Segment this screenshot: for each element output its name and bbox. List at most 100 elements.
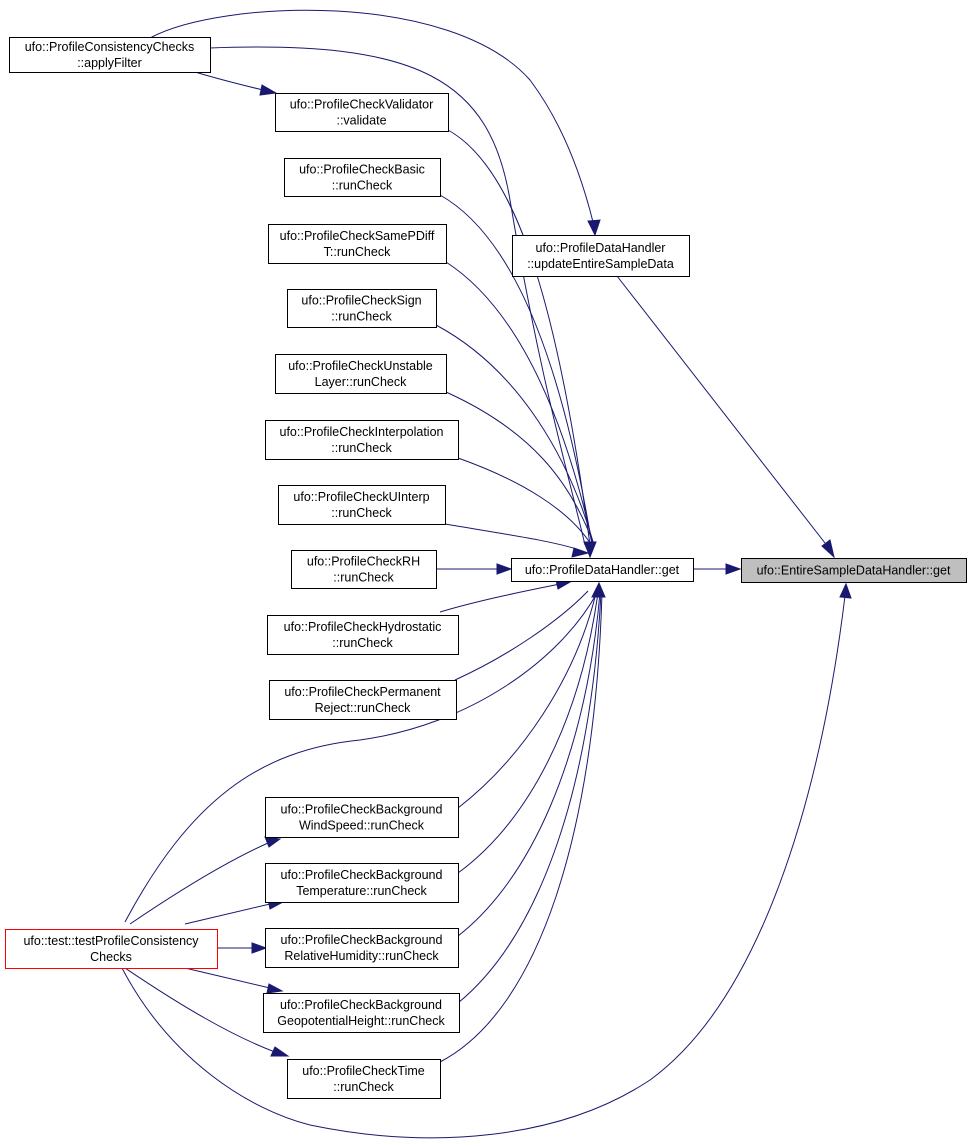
- edge-interp-to-pdhget: [457, 457, 593, 547]
- node-label-line-1: ufo::ProfileCheckRH: [307, 555, 420, 569]
- node-label-line-1: ufo::test::testProfileConsistency: [23, 934, 199, 948]
- edge-permanent-to-pdhget: [454, 590, 589, 681]
- node-box: [278, 485, 446, 525]
- edge-testpcc-to-pdhget: [124, 592, 598, 923]
- node-hydro[interactable]: ufo::ProfileCheckHydrostatic::runCheck: [267, 615, 459, 655]
- edge-time-to-pdhget: [439, 592, 603, 1063]
- edge-samepdifft-to-pdhget: [445, 261, 594, 546]
- node-bgGeo[interactable]: ufo::ProfileCheckBackgroundGeopotentialH…: [263, 993, 460, 1033]
- node-label-line-1: ufo::ProfileDataHandler::get: [525, 563, 680, 577]
- node-box: [5, 929, 218, 969]
- edge-testpcc-to-esdhget: [121, 595, 846, 1139]
- node-time[interactable]: ufo::ProfileCheckTime::runCheck: [287, 1059, 441, 1099]
- node-box: [265, 928, 459, 968]
- node-label-line-2: GeopotentialHeight::runCheck: [277, 1014, 445, 1028]
- nodes: ufo::ProfileConsistencyChecks::applyFilt…: [5, 37, 967, 1099]
- node-label-line-2: Temperature::runCheck: [296, 884, 427, 898]
- node-update[interactable]: ufo::ProfileDataHandler::updateEntireSam…: [512, 235, 690, 277]
- arrow-into-time: [270, 1046, 290, 1057]
- node-rh[interactable]: ufo::ProfileCheckRH::runCheck: [291, 550, 437, 589]
- node-box: [287, 1059, 441, 1099]
- node-label-line-1: ufo::ProfileCheckHydrostatic: [284, 620, 442, 634]
- arrow-into-pdhget-lower-cluster: [591, 581, 606, 598]
- node-interp[interactable]: ufo::ProfileCheckInterpolation::runCheck: [265, 420, 459, 460]
- arrow-into-bgwind: [264, 836, 282, 848]
- node-label-line-2: ::runCheck: [332, 636, 393, 650]
- node-bgTemp[interactable]: ufo::ProfileCheckBackgroundTemperature::…: [265, 863, 459, 903]
- node-label-line-2: ::runCheck: [332, 179, 393, 193]
- node-pdhGet[interactable]: ufo::ProfileDataHandler::get: [511, 558, 694, 582]
- node-label-line-2: ::runCheck: [331, 506, 392, 520]
- node-label-line-1: ufo::ProfileCheckPermanent: [284, 685, 441, 699]
- node-label-line-1: ufo::ProfileCheckSamePDiff: [280, 229, 435, 243]
- edge-testpcc-to-time: [124, 967, 276, 1053]
- arrow-into-bggeo: [266, 983, 284, 994]
- node-label-line-2: RelativeHumidity::runCheck: [284, 949, 439, 963]
- node-box: [284, 158, 441, 197]
- node-label-line-1: ufo::ProfileConsistencyChecks: [25, 40, 195, 54]
- node-esdhGet[interactable]: ufo::EntireSampleDataHandler::get: [741, 558, 967, 583]
- node-box: [263, 993, 460, 1033]
- edge-applyfilter-to-validate: [194, 71, 264, 91]
- node-applyFilter[interactable]: ufo::ProfileConsistencyChecks::applyFilt…: [9, 37, 211, 73]
- node-label-line-2: ::updateEntireSampleData: [527, 257, 674, 271]
- edge-sign-to-pdhget: [435, 324, 595, 546]
- node-label-line-2: Checks: [90, 950, 132, 964]
- node-label-line-2: ::runCheck: [333, 1080, 394, 1094]
- arrow-into-update: [587, 219, 601, 237]
- node-label-line-2: Layer::runCheck: [315, 375, 407, 389]
- node-label-line-1: ufo::ProfileCheckBackground: [281, 868, 443, 882]
- edge-uinterp-to-pdhget: [444, 523, 586, 553]
- node-label-line-1: ufo::ProfileCheckUInterp: [293, 490, 429, 504]
- node-box: [511, 558, 694, 582]
- node-label-line-1: ufo::ProfileCheckBackground: [281, 933, 443, 947]
- edge-update-to-esdhget: [616, 275, 826, 544]
- node-box: [9, 37, 211, 73]
- node-permanent[interactable]: ufo::ProfileCheckPermanentReject::runChe…: [269, 680, 457, 720]
- node-box: [741, 558, 967, 583]
- edge-validate-to-pdhget: [447, 129, 591, 546]
- edge-unstable-to-pdhget: [445, 391, 595, 546]
- node-label-line-2: Reject::runCheck: [315, 701, 412, 715]
- edge-bgtemp-to-pdhget: [457, 592, 599, 874]
- node-label-line-1: ufo::ProfileCheckBackground: [281, 803, 443, 817]
- node-label-line-2: WindSpeed::runCheck: [299, 819, 425, 833]
- arrow-into-pdhget-from-rh: [496, 563, 513, 575]
- node-sign[interactable]: ufo::ProfileCheckSign::runCheck: [287, 289, 437, 328]
- node-label-line-1: ufo::ProfileCheckValidator: [290, 98, 434, 112]
- node-validate[interactable]: ufo::ProfileCheckValidator::validate: [275, 93, 449, 132]
- node-box: [269, 680, 457, 720]
- node-box: [267, 615, 459, 655]
- node-bgRH[interactable]: ufo::ProfileCheckBackgroundRelativeHumid…: [265, 928, 459, 968]
- node-label-line-1: ufo::ProfileCheckSign: [301, 294, 421, 308]
- node-label-line-1: ufo::ProfileCheckBackground: [280, 998, 442, 1012]
- node-box: [265, 797, 459, 838]
- arrow-into-esdhget-from-testpcc: [839, 582, 852, 599]
- edge-applyfilter-to-update: [149, 9, 594, 223]
- edges: [121, 9, 846, 1139]
- node-label-line-2: ::validate: [336, 114, 386, 128]
- node-bgWind[interactable]: ufo::ProfileCheckBackgroundWindSpeed::ru…: [265, 797, 459, 838]
- edge-testpcc-to-bgtemp: [184, 903, 271, 925]
- node-label-line-1: ufo::ProfileCheckBasic: [299, 163, 425, 177]
- edge-testpcc-to-bgwind: [129, 842, 269, 925]
- node-label-line-1: ufo::ProfileCheckTime: [302, 1064, 425, 1078]
- edge-bgwind-to-pdhget: [457, 592, 597, 809]
- arrow-into-pdhget-cluster: [583, 541, 597, 559]
- node-basic[interactable]: ufo::ProfileCheckBasic::runCheck: [284, 158, 441, 197]
- edge-basic-to-pdhget: [439, 194, 593, 546]
- node-label-line-1: ufo::EntireSampleDataHandler::get: [757, 564, 951, 578]
- edge-hydro-to-pdhget: [439, 583, 561, 613]
- node-label-line-2: T::runCheck: [324, 245, 391, 259]
- node-uinterp[interactable]: ufo::ProfileCheckUInterp::runCheck: [278, 485, 446, 525]
- arrow-into-validate: [259, 84, 278, 96]
- node-label-line-1: ufo::ProfileCheckUnstable: [288, 359, 433, 373]
- node-label-line-2: ::runCheck: [333, 571, 394, 585]
- arrow-into-bgrh: [251, 942, 268, 954]
- node-box: [291, 550, 437, 589]
- arrow-into-esdhget-from-update: [821, 539, 835, 559]
